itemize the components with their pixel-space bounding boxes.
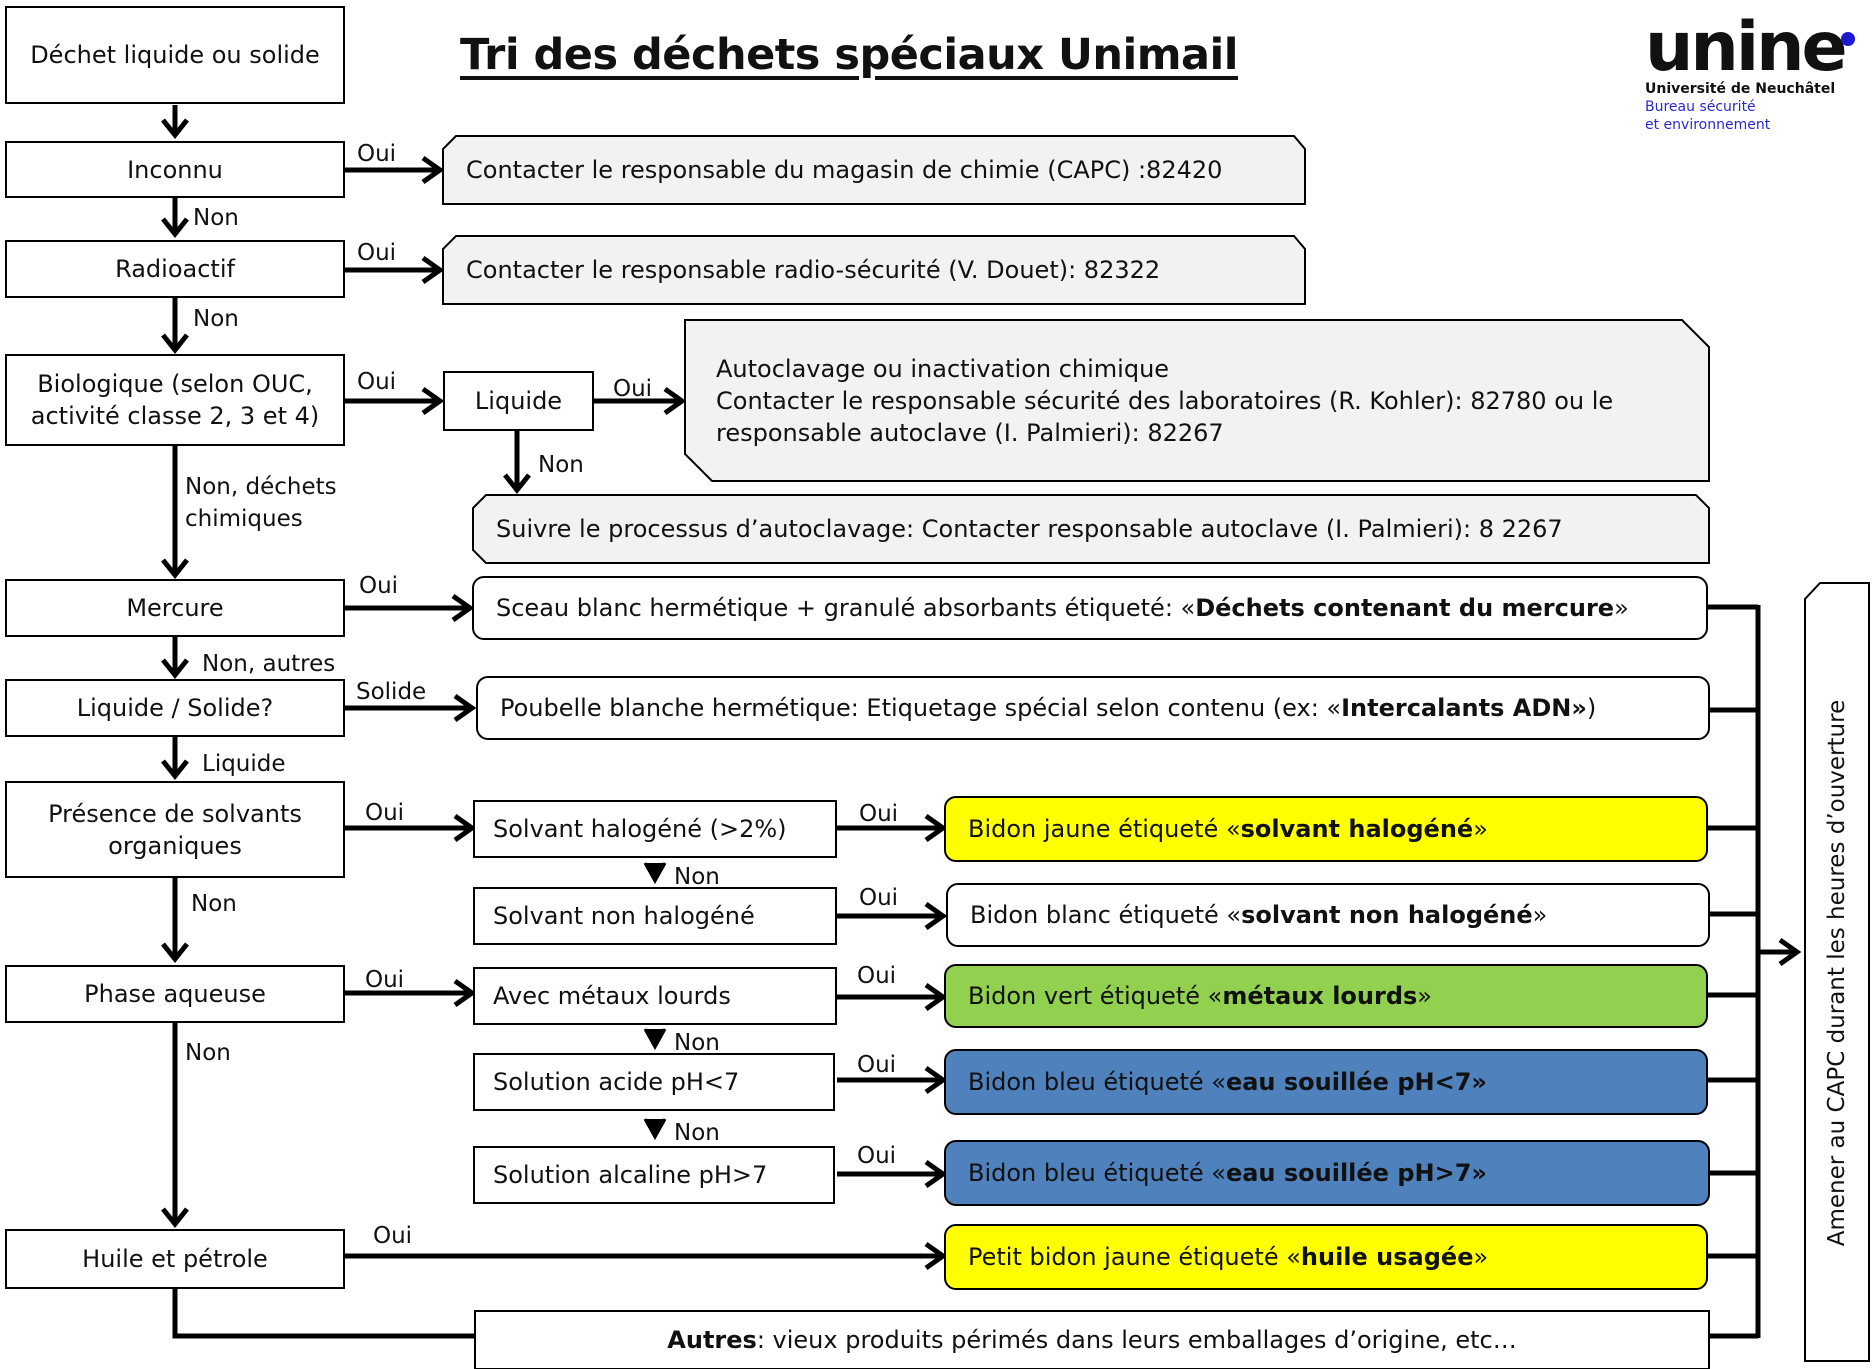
logo: unine Université de Neuchâtel Bureau séc… <box>1645 8 1865 134</box>
action-bio-line1: Autoclavage ou inactivation chimique <box>716 354 1170 383</box>
question-liquide-solide: Liquide / Solide? <box>5 679 345 737</box>
question-biologique: Biologique (selon OUC, activité classe 2… <box>5 354 345 446</box>
start-box: Déchet liquide ou solide <box>5 6 345 104</box>
label-non-solvants: Non <box>191 891 237 917</box>
action-bio-line2: Contacter le responsable sécurité des la… <box>716 386 1614 415</box>
result-metaux: Bidon vert étiqueté «métaux lourds» <box>944 964 1708 1028</box>
label-oui-acide: Oui <box>857 1052 897 1078</box>
label-oui-biologique: Oui <box>357 369 397 395</box>
label-non-autres: Non, autres <box>202 651 336 677</box>
question-mercure: Mercure <box>5 579 345 637</box>
label-oui-huile: Oui <box>373 1223 413 1249</box>
label-liquide: Liquide <box>202 751 286 777</box>
label-non-inconnu: Non <box>193 205 239 231</box>
action-bio-solide-text: Suivre le processus d’autoclavage: Conta… <box>496 515 1563 543</box>
action-radioactif: Contacter le responsable radio-sécurité … <box>442 235 1306 305</box>
question-phase-aqueuse: Phase aqueuse <box>5 965 345 1023</box>
label-non-halogene: Non <box>674 864 720 890</box>
action-bio-line3: responsable autoclave (I. Palmieri): 822… <box>716 418 1224 447</box>
logo-environnement: et environnement <box>1645 117 1771 133</box>
label-oui-alcaline: Oui <box>857 1143 897 1169</box>
action-radioactif-text: Contacter le responsable radio-sécurité … <box>466 256 1161 284</box>
logo-dot <box>1841 32 1855 46</box>
page-title: Tri des déchets spéciaux Unimail <box>460 30 1239 80</box>
label-oui-solvants: Oui <box>365 800 405 826</box>
label-non-radioactif: Non <box>193 306 239 332</box>
label-non-acide: Non <box>674 1120 720 1146</box>
question-radioactif: Radioactif <box>5 240 345 298</box>
result-solide: Poubelle blanche hermétique: Etiquetage … <box>476 676 1710 740</box>
question-solvants: Présence de solvants organiques <box>5 781 345 878</box>
label-non-phase: Non <box>185 1040 231 1066</box>
label-solide: Solide <box>356 679 427 705</box>
logo-university: Université de Neuchâtel <box>1645 81 1836 97</box>
arrow-down-1 <box>161 118 189 140</box>
result-autres: Autres: vieux produits périmés dans leur… <box>474 1310 1710 1369</box>
result-acide: Bidon bleu étiqueté «eau souillée pH<7» <box>944 1049 1708 1115</box>
question-inconnu: Inconnu <box>5 141 345 198</box>
question-non-halogene: Solvant non halogéné <box>473 887 837 945</box>
side-note: Amener au CAPC durant les heures d’ouver… <box>1824 699 1851 1247</box>
label-oui-non-halogene: Oui <box>859 885 899 911</box>
action-inconnu-text: Contacter le responsable du magasin de c… <box>466 156 1223 184</box>
action-inconnu: Contacter le responsable du magasin de c… <box>442 135 1306 205</box>
result-halogene: Bidon jaune étiqueté «solvant halogéné» <box>944 796 1708 862</box>
question-acide: Solution acide pH<7 <box>473 1053 835 1111</box>
question-alcaline: Solution alcaline pH>7 <box>473 1146 835 1204</box>
result-alcaline: Bidon bleu étiqueté «eau souillée pH>7» <box>944 1140 1710 1206</box>
logo-wordmark: unine <box>1645 8 1848 87</box>
question-metaux: Avec métaux lourds <box>473 967 837 1025</box>
logo-bureau: Bureau sécurité <box>1645 99 1756 115</box>
result-mercure: Sceau blanc hermétique + granulé absorba… <box>472 576 1708 640</box>
label-oui-bio-liquide: Oui <box>613 376 653 402</box>
label-oui-inconnu: Oui <box>357 141 397 167</box>
label-oui-halogene: Oui <box>859 801 899 827</box>
label-oui-radioactif: Oui <box>357 240 397 266</box>
result-huile: Petit bidon jaune étiqueté «huile usagée… <box>944 1224 1708 1290</box>
question-huile: Huile et pétrole <box>5 1229 345 1289</box>
question-bio-liquide: Liquide <box>443 371 594 431</box>
label-non-dechets-2: chimiques <box>185 506 303 532</box>
action-bio-liquide: Autoclavage ou inactivation chimique Con… <box>684 319 1710 482</box>
question-halogene: Solvant halogéné (>2%) <box>473 800 837 858</box>
label-oui-phase: Oui <box>365 967 405 993</box>
label-non-dechets-1: Non, déchets <box>185 474 337 500</box>
action-bio-solide: Suivre le processus d’autoclavage: Conta… <box>472 494 1710 564</box>
label-non-bio-liquide: Non <box>538 452 584 478</box>
label-oui-metaux: Oui <box>857 963 897 989</box>
side-note-shape <box>1804 582 1870 1362</box>
label-oui-mercure: Oui <box>359 573 399 599</box>
result-non-halogene: Bidon blanc étiqueté «solvant non halogé… <box>946 883 1710 947</box>
label-non-metaux: Non <box>674 1030 720 1056</box>
